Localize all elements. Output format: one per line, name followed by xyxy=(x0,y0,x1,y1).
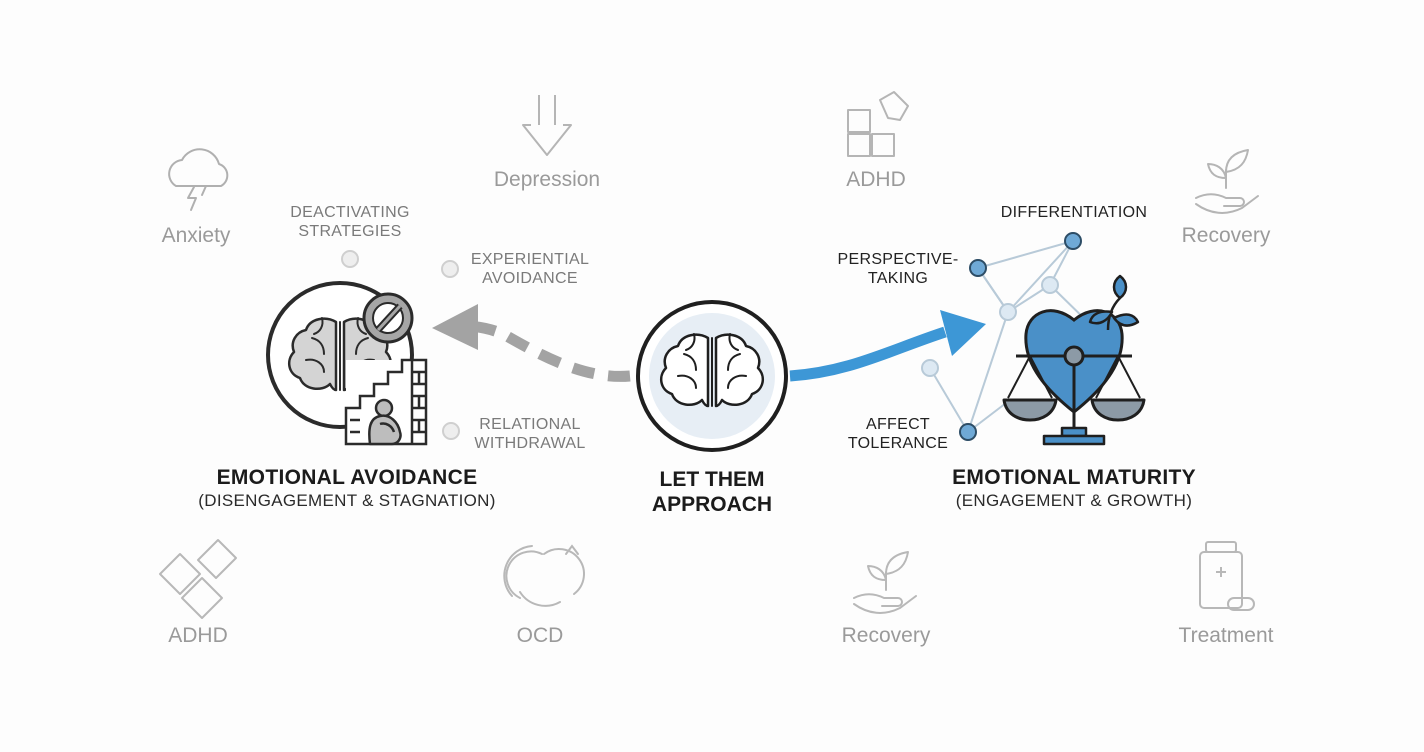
maturity-title: EMOTIONAL MATURITY xyxy=(952,466,1196,489)
skill-line: AFFECT xyxy=(865,416,931,433)
bg-term-adhd: ADHD xyxy=(168,624,228,647)
network-icon xyxy=(921,232,1097,441)
strategy-deactivating: DEACTIVATING STRATEGIES xyxy=(270,203,430,241)
balance-scale-icon xyxy=(1002,345,1146,446)
maturity-arrow xyxy=(789,310,986,382)
strategy-dot xyxy=(441,260,459,278)
skill-affect-tolerance: AFFECT TOLERANCE xyxy=(828,415,968,453)
sprout-icon xyxy=(1088,274,1140,331)
bg-term-treatment: Treatment xyxy=(1178,624,1274,647)
bg-term-ocd: OCD xyxy=(516,624,564,647)
puzzle-icon xyxy=(847,91,909,157)
strategy-line: EXPERIENTIAL xyxy=(470,251,590,268)
center-title-line: APPROACH xyxy=(651,493,773,516)
bg-term-recovery: Recovery xyxy=(1181,224,1271,247)
avoidance-title: EMOTIONAL AVOIDANCE xyxy=(216,466,478,489)
bg-term-adhd: ADHD xyxy=(846,168,906,191)
sprout-hand-icon xyxy=(1195,149,1259,214)
down-arrow-icon xyxy=(522,95,572,156)
bg-term-anxiety: Anxiety xyxy=(161,224,231,247)
storm-cloud-icon xyxy=(168,148,229,211)
sprout-hand-icon xyxy=(853,551,917,614)
skill-line: PERSPECTIVE- xyxy=(837,251,959,268)
prohibited-icon xyxy=(362,292,414,344)
strategy-line: WITHDRAWAL xyxy=(474,435,586,452)
puzzle-icon xyxy=(159,539,237,619)
pill-bottle-icon xyxy=(1199,541,1255,611)
skill-differentiation: DIFFERENTIATION xyxy=(1000,204,1148,221)
center-brain-icon xyxy=(636,300,788,452)
strategy-relational: RELATIONAL WITHDRAWAL xyxy=(450,415,610,453)
strategy-line: DEACTIVATING xyxy=(290,204,410,221)
maturity-subtitle: (ENGAGEMENT & GROWTH) xyxy=(955,491,1193,510)
withdrawn-person-icon xyxy=(344,358,428,446)
center-title: LET THEM APPROACH xyxy=(622,467,802,517)
skill-line: TAKING xyxy=(867,270,929,287)
strategy-line: AVOIDANCE xyxy=(482,270,578,287)
strategy-experiential: EXPERIENTIAL AVOIDANCE xyxy=(450,250,610,288)
avoidance-subtitle: (DISENGAGEMENT & STAGNATION) xyxy=(198,491,496,510)
strategy-line: RELATIONAL xyxy=(479,416,581,433)
loop-arrows-icon xyxy=(503,544,585,607)
strategy-dot xyxy=(442,422,460,440)
strategy-line: STRATEGIES xyxy=(298,223,402,240)
bg-term-recovery: Recovery xyxy=(841,624,931,647)
skill-line: TOLERANCE xyxy=(847,435,949,452)
avoidance-arrow xyxy=(432,304,631,382)
bg-term-depression: Depression xyxy=(493,168,601,191)
skill-perspective-taking: PERSPECTIVE- TAKING xyxy=(826,250,970,288)
center-title-line: LET THEM xyxy=(659,468,765,491)
strategy-dot xyxy=(341,250,359,268)
